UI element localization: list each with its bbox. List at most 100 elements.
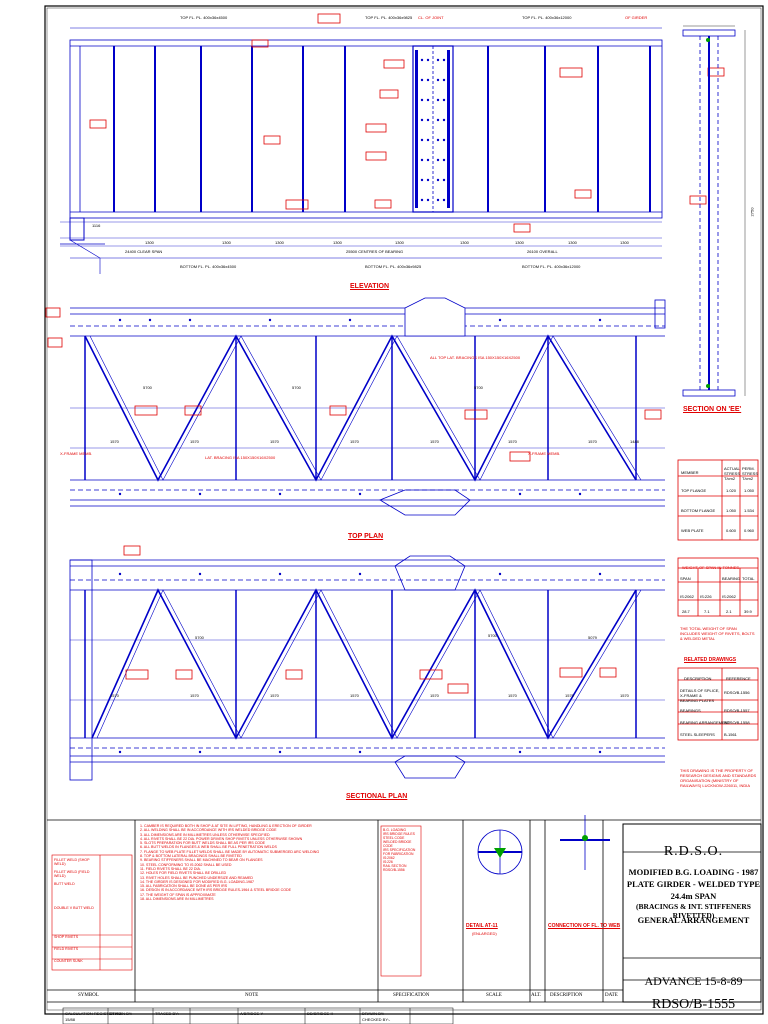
weight-val-total: 39.9 [744,609,752,614]
footer-note: NOTE [245,993,259,998]
sect-plan-centre-3: 5079 [588,635,597,640]
note-line: 18. ALL DIMENSIONS ARE IN MILLIMETRES [140,897,214,902]
notes-block: 1. CAMBER IS REQUIRED BOTH IN SHOP & AT … [140,824,375,901]
note-line: 4. ALL RIVETS SHALL BE 22 DIA. POWER DRI… [140,836,303,841]
sect-plan-panel-7: 1570 [565,693,574,698]
overall-dim: 26100 OVERALL [527,249,558,254]
panel-dim-7: 1300 [460,240,469,245]
top-plan-centre-2: 5700 [292,385,301,390]
bottom-flange-dim: BOTTOM FL. PL. 400x36x4500 [180,264,237,269]
panel-dim-5: 1300 [333,240,342,245]
weight-table-grid [677,557,759,617]
legend-grid [51,854,133,971]
note-line: 14. THE GIRDER IS DESIGNED FOR MODIFIED … [140,879,254,884]
note-line: 9. BEARING STIFFENERS SHALL BE MACHINED … [140,858,263,863]
legend: FILLET WELD (SHOP WELD) FILLET WELD (FIE… [54,858,100,969]
footer-alt: ALT. [531,993,542,998]
spec-item: IRS SPECIFICATION FOR FABRICATION [383,848,416,856]
specification-list: B.G. LOADING IRS BRIDGE RULES STEEL CODE… [383,828,419,872]
note-line: 17. THE WEIGHT OF SPAN IS APPROXIMATE [140,892,216,897]
stress-row-1-name: TOP FLANGE [681,488,707,493]
note-line: 11. FIELD RIVETS SHALL BE 22 DIA. [140,866,201,871]
stress-row-3-name: WEB PLATE [681,528,704,533]
girder-elevation-drawing [60,27,663,274]
top-plan-panel-8: 1488 [630,439,639,444]
panel-dim-6: 1300 [395,240,404,245]
related-header-desc: DESCRIPTION [684,676,712,681]
spec-item: IS:2062 [383,856,395,860]
sect-plan-centre-2: 5700 [488,633,497,638]
weld-detail-drawing [477,815,610,875]
title-advance: ADVANCE 15-8-89 [644,974,743,988]
stress-row-2-actual: 1.050 [726,508,737,513]
weight-val-2: 7.1 [704,609,710,614]
signature-strip [62,1007,454,1024]
related-row-2-ref: RDSO/B-1557 [724,708,750,713]
title-line-1: MODIFIED B.G. LOADING - 1987 [628,866,759,877]
section-ee-drawing [682,25,746,397]
panel-dim-3: 1300 [222,240,231,245]
top-flange-mid-dim: TOP FL. PL. 400x36x9825 [365,15,413,20]
title-line-4: (BRACINGS & INT. STIFFENERS RIVETTED) [636,901,751,920]
related-row-4-ref: B-1561 [724,732,737,737]
spec-item: RAIL SECTION [383,864,407,868]
note-line: 6. ALL BUTT WELDS IN FLANGES & WEB SHALL… [140,845,277,850]
weight-steel-1: IS:2062 [680,594,694,599]
top-plan-note-2: LAT. BRACING ISA 150X150X16X2500 [205,455,276,460]
note-line: 7. FLANGE TO WEB PLATE FILLET WELDS SHAL… [140,849,320,854]
related-row-3-ref: RDSO/B-1558 [724,720,750,725]
stress-header-actual: ACTUAL STRESS T/cm2 [724,466,741,481]
stress-row-3-actual: 0.600 [726,528,737,533]
bottom-flange-right-dim: BOTTOM FL. PL. 400x36x12000 [522,264,581,269]
spec-item: IS:226 [383,860,393,864]
related-row-4-desc: STEEL SLEEPERS [680,732,715,737]
stress-row-2-name: BOTTOM FLANGE [681,508,716,513]
spec-item: IRS BRIDGE RULES [383,832,415,836]
related-row-3-desc: BEARING ARRANGEMENT [680,720,731,725]
top-plan-panel-4: 1570 [350,439,359,444]
stress-table-grid [677,459,759,541]
sect-plan-centre-1: 5700 [195,635,204,640]
related-row-1-desc: DETAILS OF SPLICE, X-FRAME & BEARING PLA… [680,688,720,703]
footer-specification: SPECIFICATION [393,993,430,998]
panel-dim-9: 1300 [568,240,577,245]
stress-header-perm: PERM. STRESS T/cm2 [742,466,759,481]
sect-plan-panel-6: 1570 [508,693,517,698]
panel-dim-2: 1300 [145,240,154,245]
note-line: 1. CAMBER IS REQUIRED BOTH IN SHOP & AT … [140,824,312,828]
footer-description: DESCRIPTION [550,993,583,998]
detail-label: DETAIL AT-11 [466,923,498,929]
stress-row-3-perm: 0.960 [744,528,755,533]
related-row-1-ref: RDSO/B-1556 [724,690,750,695]
detail-scale: (ENLARGED) [472,931,497,936]
stress-row-1-perm: 1.050 [744,488,755,493]
top-plan-panel-7: 1570 [588,439,597,444]
top-plan-panel-5: 1570 [430,439,439,444]
weight-steel-3: IS:2062 [722,594,736,599]
legend-item: DOUBLE V BUTT WELD [54,906,94,910]
related-header-ref: REFERENCE [726,676,751,681]
note-line: 5. SLOTS PREPARATION FOR BUTT WELDS SHAL… [140,841,266,846]
note-line: 12. HOLES FOR FIELD RIVETS SHALL BE DRIL… [140,871,227,876]
related-row-2-desc: BEARINGS [680,708,701,713]
legend-item: FIELD RIVETS [54,947,79,951]
top-plan-note-1: ALL TOP LAT. BRACINGS ISA 150X150X16X250… [430,355,521,360]
note-line: 2. ALL WELDING SHALL BE IN ACCORDANCE WI… [140,828,277,833]
weight-title: WEIGHT OF SPAN IN TONNES [682,565,740,570]
sig-traced-by: TRACED BY:- [155,1011,181,1016]
top-flange-right-dim: TOP FL. PL. 400x36x12000 [522,15,572,20]
bottom-flange-mid-dim: BOTTOM FL. PL. 400x36x9825 [365,264,422,269]
spec-item: B.G. LOADING [383,828,406,832]
sect-plan-panel-8: 1570 [620,693,629,698]
note-line: 15. ALL FABRICATION SHALL BE DONE AS PER… [140,884,228,889]
note-line: 3. ALL DIMENSIONS ARE IN MILLIMETRES UNL… [140,832,270,837]
top-plan-panel-1: 1570 [110,439,119,444]
footer-symbol: SYMBOL [78,993,99,998]
title-line-3: 24.4m SPAN [670,890,717,901]
sig-calc-register-value: 15/88 [65,1017,76,1022]
sig-a-bridge: A/BRIDGE-Y [240,1011,264,1016]
spec-item: RDSO/B-1556 [383,868,405,872]
panel-dim-1: 1116 [92,223,101,228]
panel-dim-8: 1300 [515,240,524,245]
related-drawings-title: RELATED DRAWINGS [684,657,737,663]
